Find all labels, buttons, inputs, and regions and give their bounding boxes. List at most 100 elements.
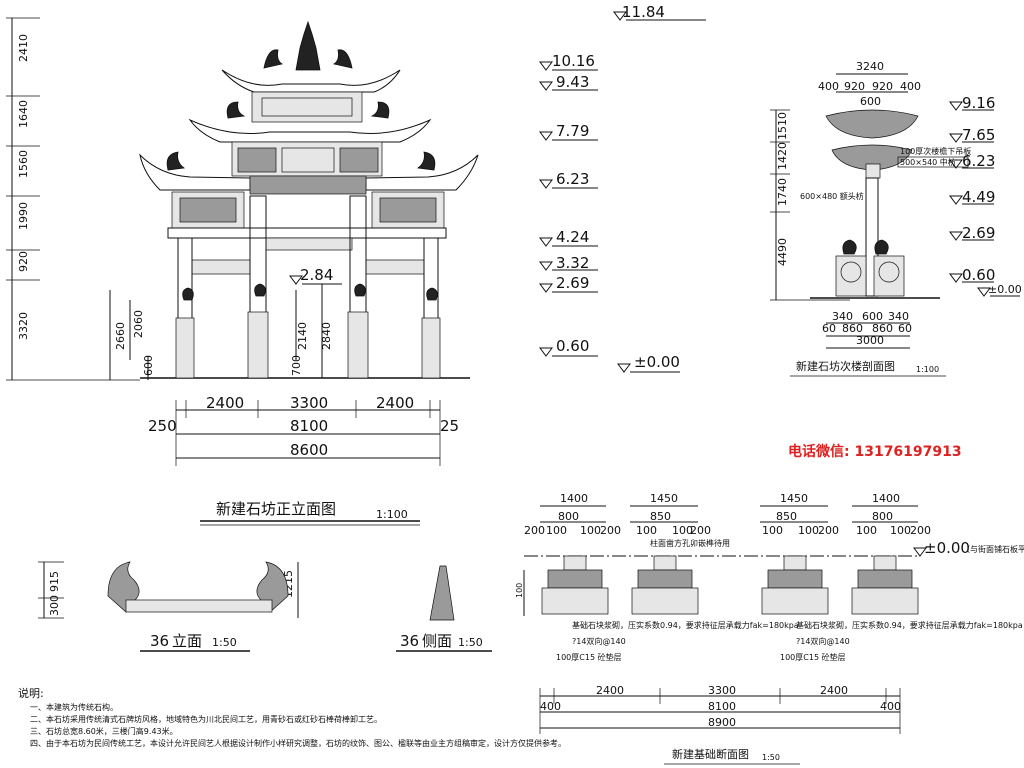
sec-dim-1510: 1510 bbox=[776, 112, 789, 140]
elevation-left-dimension-chain: 2410 1640 1560 1990 920 3320 bbox=[6, 17, 140, 381]
design-notes: 说明: 一、本建筑为传统石构。 二、本石坊采用传统清式石牌坊风格，地域特色为川北… bbox=[18, 686, 566, 748]
sec-dim-1740: 1740 bbox=[776, 178, 789, 206]
dim-3300: 3300 bbox=[290, 394, 328, 412]
fd-pad-left: 100厚C15 砼垫层 bbox=[556, 652, 622, 662]
sec-bdim-60a: 60 bbox=[822, 322, 836, 335]
elevation-title-block: 新建石坊正立面图 1:100 bbox=[200, 500, 420, 526]
contact-text: 电话微信: 13176197913 bbox=[788, 443, 962, 460]
dim-2410: 2410 bbox=[17, 34, 30, 62]
fd-dim-800b: 800 bbox=[872, 510, 893, 523]
fd-bdim-400b: 400 bbox=[880, 700, 901, 713]
dim-1640: 1640 bbox=[17, 100, 30, 128]
footing-4 bbox=[851, 555, 919, 615]
d36-dim-300: 300 bbox=[48, 595, 61, 616]
section-drawing: 3240 400 920 920 400 600 1510 1420 1740 … bbox=[770, 60, 1022, 377]
dim-600: 600 bbox=[142, 355, 155, 376]
sec-bdim-860a: 860 bbox=[842, 322, 863, 335]
notes-heading: 说明: bbox=[18, 686, 44, 700]
dim-25: 25 bbox=[440, 417, 459, 435]
dim-3320: 3320 bbox=[17, 312, 30, 340]
level-9-43: 9.43 bbox=[556, 73, 589, 91]
sec-dim-920b: 920 bbox=[872, 80, 893, 93]
fd-dim-100g: 100 bbox=[856, 524, 877, 537]
sec-bdim-860b: 860 bbox=[872, 322, 893, 335]
elevation-title: 新建石坊正立面图 bbox=[216, 500, 336, 518]
fd-dim-200d: 200 bbox=[818, 524, 839, 537]
dim-920: 920 bbox=[17, 251, 30, 272]
fd-dim-100c: 100 bbox=[636, 524, 657, 537]
elevation-bottom-dimensions: 2400 3300 2400 250 8100 25 8600 bbox=[148, 394, 459, 466]
sec-level-0-00: ±0.00 bbox=[988, 283, 1022, 296]
d36-dim-915: 915 bbox=[48, 571, 61, 592]
fd-level-note: （与街面铺石板平） bbox=[962, 544, 1024, 554]
sec-dim-600: 600 bbox=[860, 95, 881, 108]
fd-dim-100f: 100 bbox=[798, 524, 819, 537]
fd-dim-200e: 200 bbox=[910, 524, 931, 537]
fd-bdim-2400a: 2400 bbox=[596, 684, 624, 697]
notes-line-3: 三、石坊总宽8.60米，三楼门高9.43米。 bbox=[30, 726, 178, 736]
dim-1560: 1560 bbox=[17, 150, 30, 178]
fd-bdim-8100: 8100 bbox=[708, 700, 736, 713]
fd-note-left: 基础石块浆砌，压实系数0.94，要求持征层承载力fak=180kpa bbox=[572, 620, 799, 630]
notes-line-2: 二、本石坊采用传统清式石牌坊风格，地域特色为川北民间工艺，用青砂石或红砂石棒荷棒… bbox=[30, 714, 382, 724]
notes-line-1: 一、本建筑为传统石构。 bbox=[30, 702, 118, 712]
sec-note-head-beam: 600×480 额头枋 bbox=[800, 191, 864, 201]
sec-dim-3240: 3240 bbox=[856, 60, 884, 73]
sec-level-6-23: 6.23 bbox=[962, 152, 995, 170]
sec-level-9-16: 9.16 bbox=[962, 94, 995, 112]
fd-level-0-00: ±0.00 bbox=[924, 539, 970, 557]
fd-dim-100a: 100 bbox=[546, 524, 567, 537]
sec-level-0-60: 0.60 bbox=[962, 266, 995, 284]
fd-dim-100d: 100 bbox=[672, 524, 693, 537]
fd-dim-200b: 200 bbox=[600, 524, 621, 537]
level-2-69: 2.69 bbox=[556, 274, 589, 292]
dim-2400-left: 2400 bbox=[206, 394, 244, 412]
sec-dim-400b: 400 bbox=[900, 80, 921, 93]
d36-front-scale: 1:50 bbox=[212, 636, 237, 649]
sec-dim-400a: 400 bbox=[818, 80, 839, 93]
level-10-16: 10.16 bbox=[552, 52, 595, 70]
footing-3 bbox=[761, 555, 829, 615]
d36-side-scale: 1:50 bbox=[458, 636, 483, 649]
fd-dim-800a: 800 bbox=[558, 510, 579, 523]
fd-dim-100h: 100 bbox=[890, 524, 911, 537]
fd-pad-right: 100厚C15 砼垫层 bbox=[780, 652, 846, 662]
dim-2060: 2060 bbox=[132, 310, 145, 338]
footing-1 bbox=[541, 555, 609, 615]
dim-2400-right: 2400 bbox=[376, 394, 414, 412]
dim-2140: 2140 bbox=[296, 322, 309, 350]
level-0-00: ±0.00 bbox=[634, 353, 680, 371]
fd-dim-850b: 850 bbox=[776, 510, 797, 523]
level-6-23: 6.23 bbox=[556, 170, 589, 188]
fd-note-right: 基础石块浆砌，压实系数0.94，要求持征层承载力fak=180kpa bbox=[796, 620, 1023, 630]
fd-rebar-right: ?14双向@140 bbox=[796, 636, 850, 646]
dim-2660: 2660 bbox=[114, 322, 127, 350]
fd-bdim-2400b: 2400 bbox=[820, 684, 848, 697]
fd-rebar-left: ?14双向@140 bbox=[572, 636, 626, 646]
elevation-level-marks: 11.84 10.16 9.43 7.79 6.23 4.24 3.32 2.6… bbox=[539, 3, 706, 373]
foundation-section: 1400 800 200 100 100 200 1450 850 100 10… bbox=[515, 492, 1024, 765]
sec-level-4-49: 4.49 bbox=[962, 188, 995, 206]
detail-36: 915 300 1215 36 立面 1:50 36 侧面 1:50 bbox=[38, 561, 492, 652]
dim-700: 700 bbox=[290, 355, 303, 376]
foundation-top-dims: 1400 800 200 100 100 200 1450 850 100 10… bbox=[524, 492, 931, 537]
dim-250: 250 bbox=[148, 417, 177, 435]
level-4-24: 4.24 bbox=[556, 228, 589, 246]
fd-dim-200c: 200 bbox=[690, 524, 711, 537]
fd-bdim-3300: 3300 bbox=[708, 684, 736, 697]
sec-dim-4490: 4490 bbox=[776, 238, 789, 266]
level-0-60: 0.60 bbox=[556, 337, 589, 355]
d36-front-word: 立面 bbox=[172, 632, 202, 650]
d36-side-number: 36 bbox=[400, 632, 419, 650]
sec-level-2-69: 2.69 bbox=[962, 224, 995, 242]
fd-bdim-400a: 400 bbox=[540, 700, 561, 713]
fd-dim-1400b: 1400 bbox=[872, 492, 900, 505]
sec-note-middle-beam: 500×540 中枋 bbox=[900, 157, 956, 167]
dim-8600: 8600 bbox=[290, 441, 328, 459]
dim-2840: 2840 bbox=[320, 322, 333, 350]
fd-dim-200a: 200 bbox=[524, 524, 545, 537]
sec-dim-1420: 1420 bbox=[776, 142, 789, 170]
sec-bdim-3000: 3000 bbox=[856, 334, 884, 347]
